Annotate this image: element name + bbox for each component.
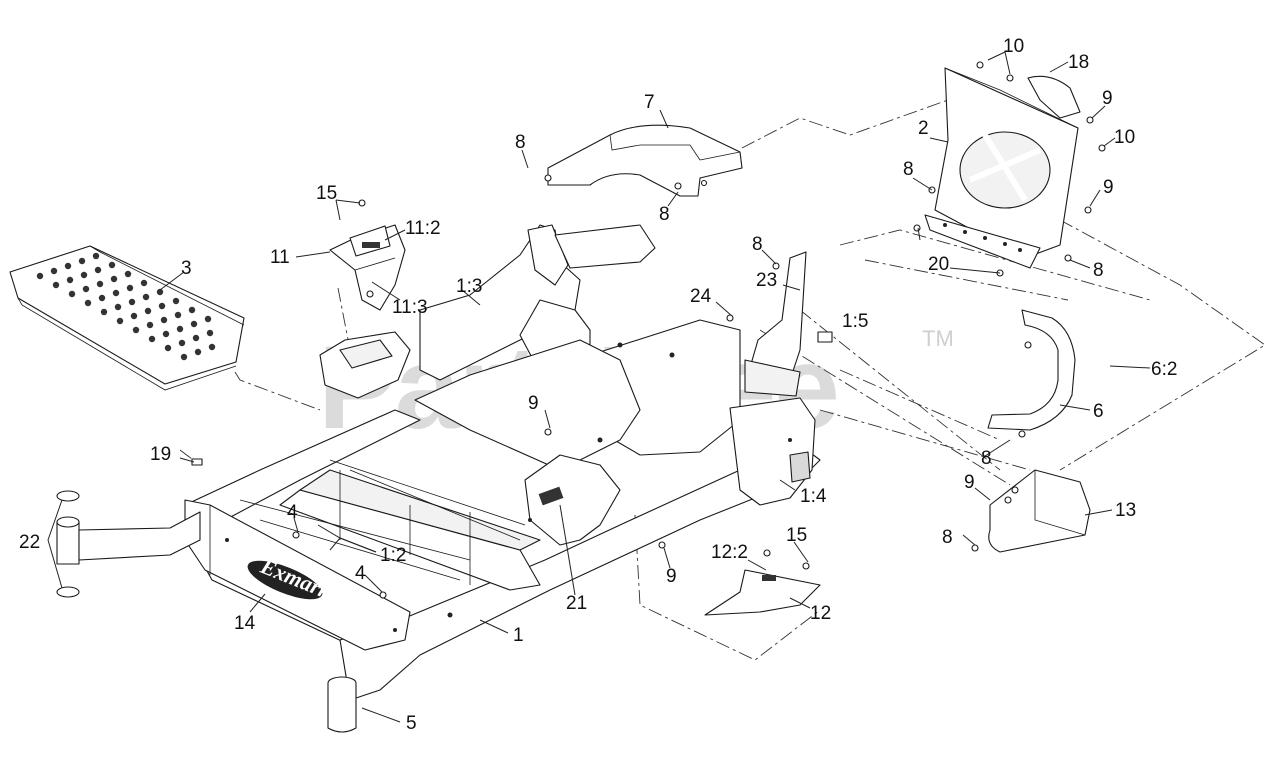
- callout-11-2: 11:2: [405, 218, 441, 239]
- callout-8: 8: [903, 159, 914, 180]
- callout-11: 11: [270, 247, 290, 268]
- callout-19: 19: [150, 444, 171, 465]
- leader-lines: [47, 51, 1151, 723]
- callout-13: 13: [1115, 500, 1136, 521]
- callout-3: 3: [181, 258, 192, 279]
- floor-plate-part-3: [10, 246, 244, 390]
- callout-8: 8: [752, 234, 763, 255]
- callout-18: 18: [1068, 52, 1089, 73]
- callout-1: 1: [513, 625, 524, 646]
- callout-6-2: 6:2: [1151, 359, 1177, 380]
- callout-6: 6: [1093, 401, 1104, 422]
- callout-15: 15: [786, 525, 807, 546]
- callout-1-4: 1:4: [800, 486, 827, 507]
- callout-10: 10: [1003, 36, 1024, 57]
- watermark-trademark: TM: [922, 326, 954, 351]
- bracket-part-7: [545, 125, 742, 196]
- callout-10: 10: [1114, 127, 1135, 148]
- callout-21: 21: [566, 593, 587, 614]
- callout-9: 9: [1102, 88, 1113, 109]
- callout-9: 9: [964, 472, 975, 493]
- callout-22: 22: [19, 532, 40, 553]
- callout-12-2: 12:2: [711, 542, 748, 563]
- callout-20: 20: [928, 254, 949, 275]
- fender-part-6: [988, 310, 1075, 437]
- main-frame-part-1: [185, 225, 820, 732]
- callout-1-3: 1:3: [456, 276, 482, 297]
- callout-7: 7: [644, 92, 655, 113]
- callout-11-3: 11:3: [392, 297, 428, 318]
- rear-panel-part-2: [925, 68, 1080, 268]
- callout-1-5: 1:5: [842, 311, 868, 332]
- callout-9: 9: [1103, 177, 1114, 198]
- fasteners: [191, 61, 1106, 599]
- axle-part-22: [57, 491, 200, 597]
- callout-8: 8: [659, 204, 670, 225]
- callout-8: 8: [515, 132, 526, 153]
- callout-4: 4: [355, 563, 366, 584]
- callout-1-2: 1:2: [380, 545, 406, 566]
- footplate-part-13: [989, 470, 1090, 552]
- callout-8: 8: [981, 448, 992, 469]
- callout-14: 14: [234, 613, 256, 634]
- bracket-part-11: [330, 225, 405, 310]
- callout-8: 8: [942, 527, 953, 548]
- callout-labels: 10 18 9 7 2 10 8 8 9 8 15 11:2 11 3 1:3 …: [19, 36, 1177, 734]
- callout-23: 23: [756, 270, 777, 291]
- callout-9: 9: [666, 566, 677, 587]
- callout-12: 12: [810, 603, 831, 624]
- callout-24: 24: [690, 286, 712, 307]
- callout-4: 4: [287, 502, 298, 523]
- callout-15: 15: [316, 183, 337, 204]
- callout-8: 8: [1093, 260, 1104, 281]
- callout-9: 9: [528, 393, 539, 414]
- callout-5: 5: [406, 713, 417, 734]
- callout-2: 2: [918, 118, 929, 139]
- plate-part-12: [705, 570, 820, 615]
